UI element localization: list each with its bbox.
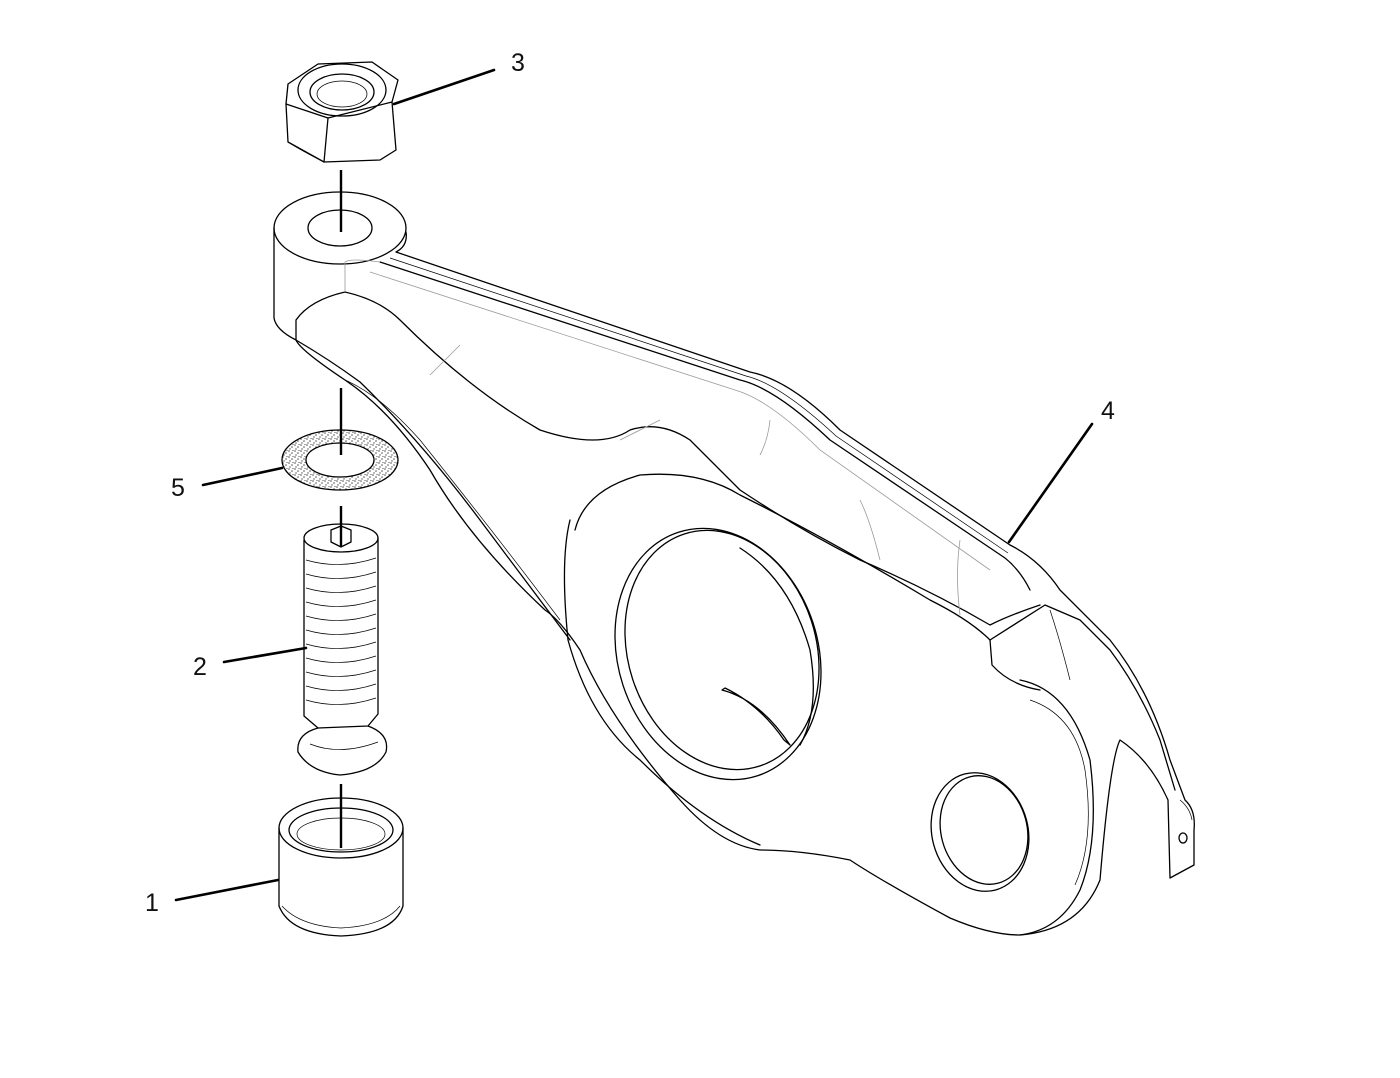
callout-4: 4 <box>1101 397 1115 425</box>
callout-3: 3 <box>511 49 525 77</box>
part-bushing <box>278 797 404 937</box>
part-rocker-arm <box>273 191 1195 936</box>
callout-1: 1 <box>145 889 159 917</box>
leader-lines <box>174 68 1094 902</box>
leader-line-2 <box>222 646 308 664</box>
callout-2: 2 <box>193 653 207 681</box>
part-adjusting-screw <box>297 523 388 776</box>
leader-line-5 <box>201 466 284 487</box>
leader-line-3 <box>392 68 496 106</box>
part-nut <box>285 61 399 163</box>
callout-5: 5 <box>171 474 185 502</box>
callout-labels: 3 4 5 2 1 <box>145 49 1115 917</box>
leader-line-1 <box>174 878 280 902</box>
leader-line-4 <box>1007 422 1094 544</box>
part-washer <box>281 429 399 491</box>
